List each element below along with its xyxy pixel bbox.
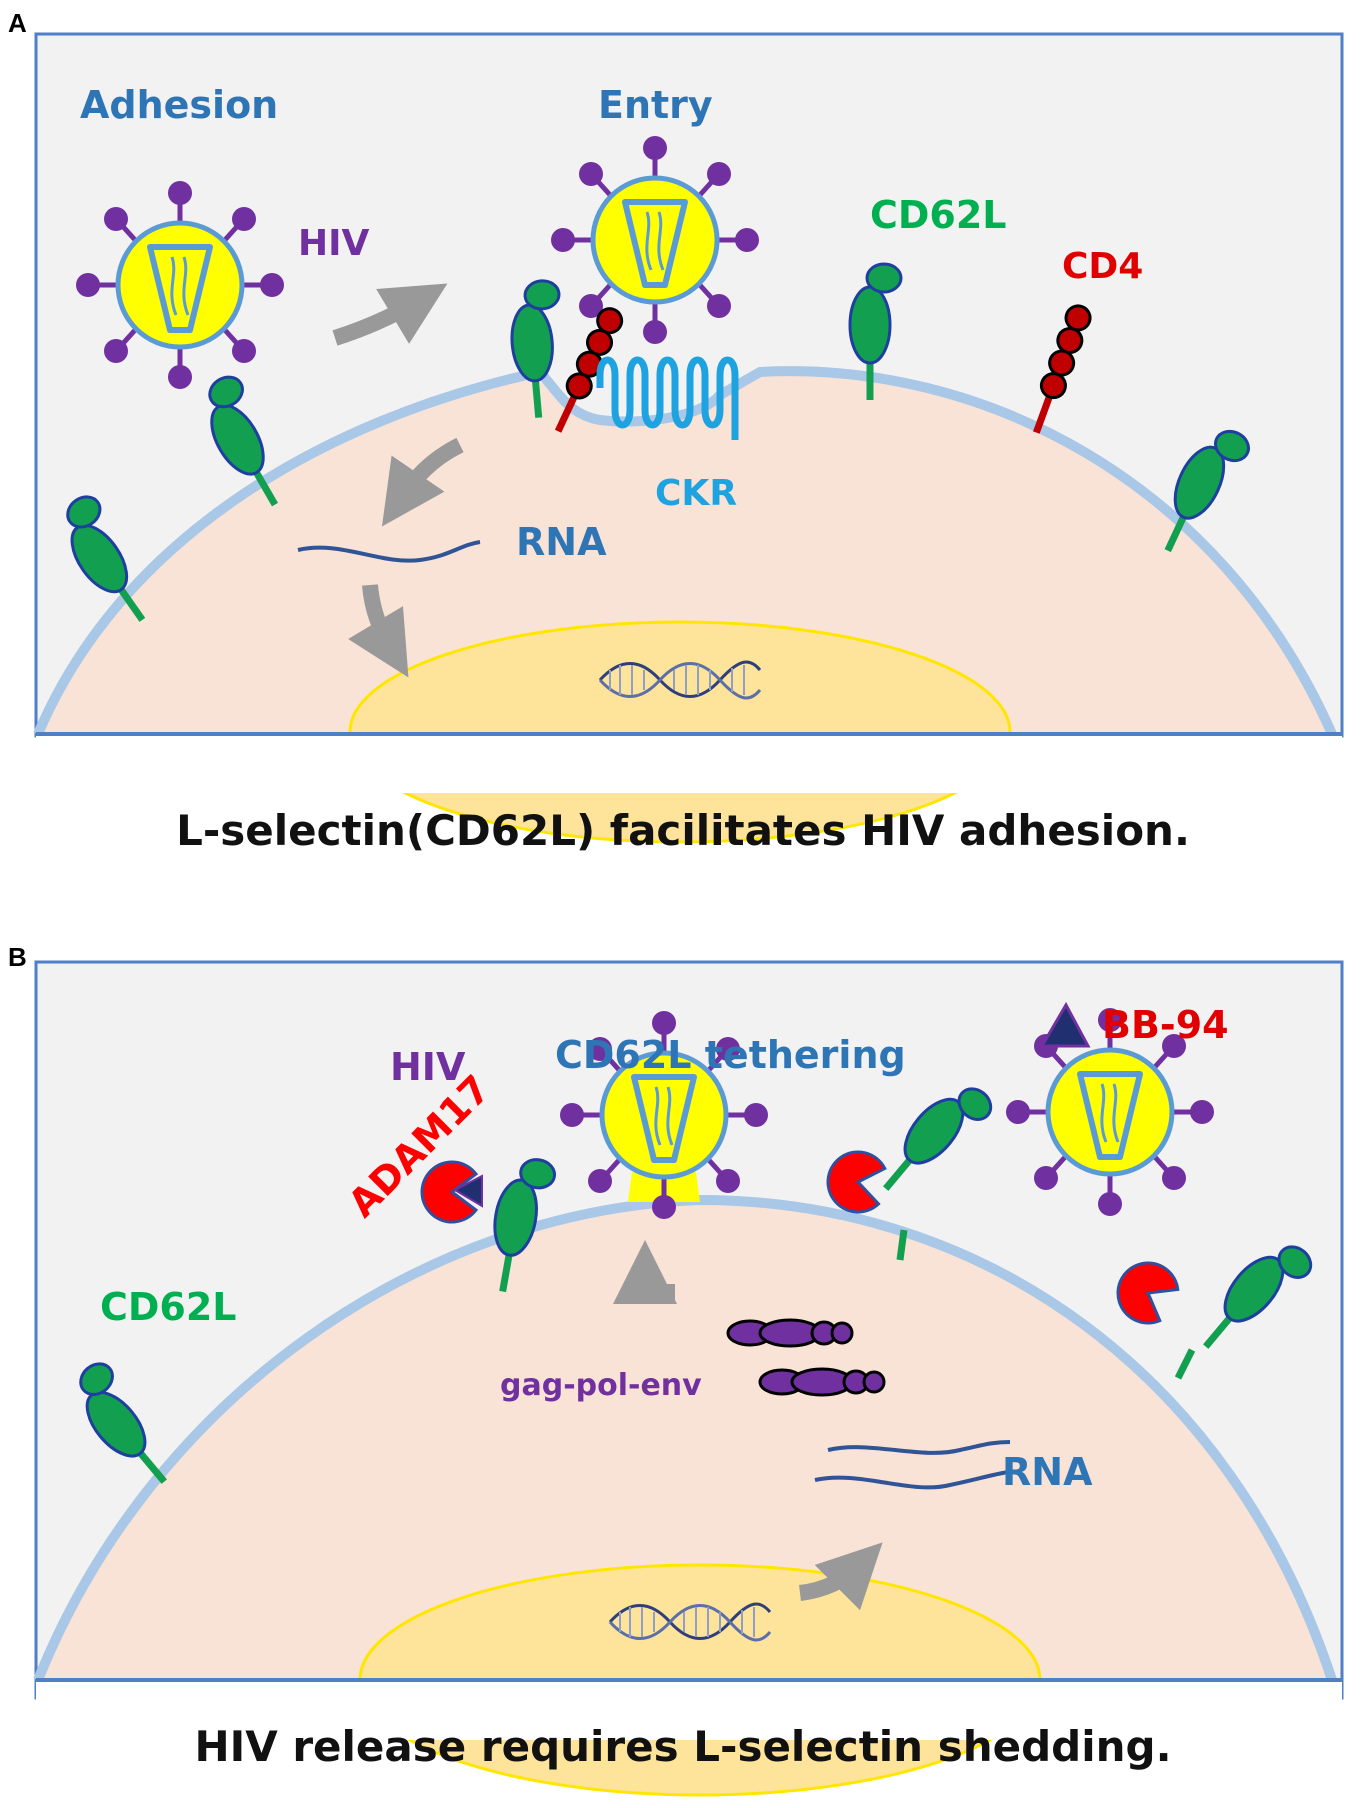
cd62l-label: CD62L (100, 1285, 237, 1329)
hiv-virion-adhesion-icon (76, 181, 284, 389)
arrow-rna-to-nucleus-icon (348, 584, 409, 678)
bb94-label: BB-94 (1102, 1003, 1229, 1047)
cleaved-stump-icon (896, 1229, 908, 1261)
gag-pol-env-label: gag-pol-env (500, 1368, 702, 1403)
panel-a-diagram: Adhesion Entry HIV CD62L CD4 CKR RNA (33, 32, 1344, 844)
cd62l-label: CD62L (870, 193, 1007, 237)
hiv-virion-entry-icon (551, 136, 759, 344)
adhesion-label: Adhesion (80, 83, 278, 127)
hiv-label: HIV (298, 223, 370, 264)
ckr-label: CKR (655, 473, 737, 514)
rna-label: RNA (516, 520, 607, 564)
cell-body-b (38, 1200, 1332, 1680)
rna-label: RNA (1002, 1450, 1093, 1494)
arrow-dna-to-rna-icon (798, 1542, 883, 1611)
panel-b-caption: HIV release requires L-selectin shedding… (194, 1722, 1172, 1771)
ckr-receptor-icon (596, 356, 739, 440)
tethering-label: CD62L tethering (555, 1033, 906, 1077)
panel-b-diagram: BB-94 HIV CD62L tethering ADAM17 CD62L g… (33, 960, 1344, 1797)
bb94-bound-icon (452, 1174, 483, 1208)
arrow-protein-to-bud-icon (613, 1240, 677, 1304)
rna-strand-b-icon (827, 1440, 1011, 1455)
cell-membrane-b (33, 1194, 1337, 1682)
arrow-adhesion-to-entry-icon (332, 283, 448, 346)
cd4-label: CD4 (1062, 246, 1143, 287)
panel-b-letter: B (8, 942, 27, 972)
rna-strand-a-icon (297, 540, 481, 563)
bb94-inhibitor-icon (1039, 1001, 1091, 1048)
panel-a-caption: L-selectin(CD62L) facilitates HIV adhesi… (176, 806, 1190, 855)
hiv-label: HIV (390, 1045, 466, 1089)
arrow-entry-to-rna-icon (381, 437, 464, 527)
panel-a-letter: A (8, 8, 27, 38)
entry-label: Entry (598, 83, 713, 127)
cleaved-stump-icon (1174, 1348, 1196, 1380)
rna-strand-b-icon (814, 1470, 1009, 1490)
